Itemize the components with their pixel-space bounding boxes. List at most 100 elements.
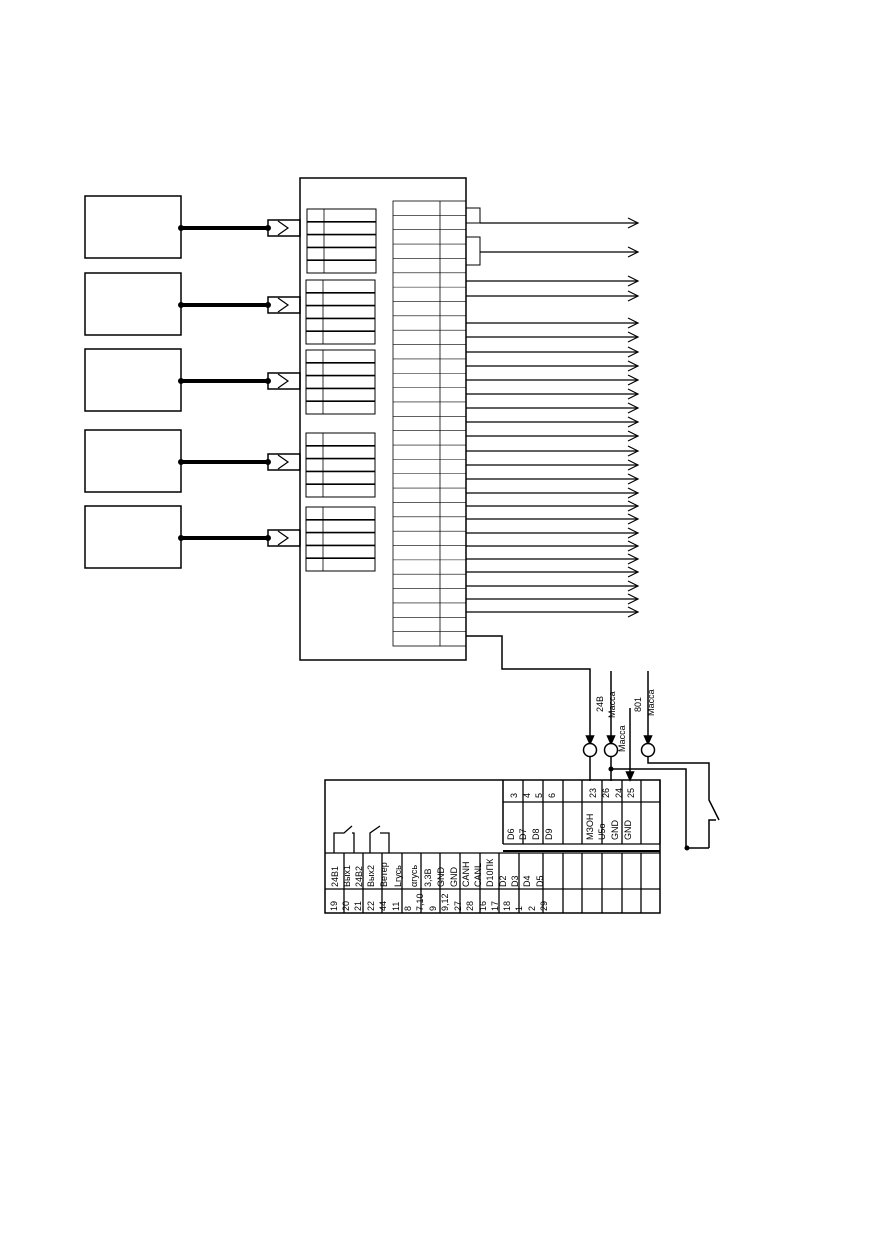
switch-symbol — [369, 825, 381, 853]
output-arrowhead — [627, 527, 640, 539]
pin-number: 3 — [509, 793, 519, 798]
feed-arrowhead — [585, 735, 595, 746]
pin-number: 8 — [403, 906, 413, 911]
pin-number: 28 — [465, 901, 475, 911]
pin-signal: Ветер — [379, 862, 389, 887]
pin-number: 9 — [428, 906, 438, 911]
jumper-bracket — [465, 207, 481, 224]
output-arrowhead — [627, 473, 640, 485]
plug-chevron — [277, 454, 290, 470]
output-arrowhead — [627, 540, 640, 552]
sensor-module-box — [84, 429, 182, 493]
pin-signal: Вых1 — [342, 865, 352, 887]
switch-symbol — [333, 825, 353, 853]
pin-block — [306, 208, 377, 274]
sensor-module-box — [84, 195, 182, 259]
power-label: Масса — [646, 689, 656, 716]
output-arrowhead — [627, 445, 640, 457]
pin-number: 5 — [534, 793, 544, 798]
pin-signal: МЗОН — [585, 814, 595, 840]
power-label: 801 — [633, 697, 643, 712]
output-arrowhead — [627, 275, 640, 287]
pin-number: 29 — [539, 901, 549, 911]
switch-symbol — [352, 832, 355, 853]
pin-number: 18 — [502, 901, 512, 911]
pin-signal: D5 — [535, 875, 545, 887]
feed-terminal-circle — [582, 742, 598, 758]
plug-chevron — [277, 297, 290, 313]
power-feeds — [582, 671, 720, 851]
pin-number: 17 — [490, 901, 500, 911]
pin-signal: D3 — [510, 875, 520, 887]
pin-signal: 24В2 — [354, 866, 364, 887]
pin-signal: GND — [436, 867, 446, 888]
output-arrowhead — [627, 606, 640, 618]
output-arrowhead — [627, 430, 640, 442]
pin-number: 20 — [341, 901, 351, 911]
output-arrowhead — [627, 566, 640, 578]
feed-arrowhead — [643, 735, 653, 746]
switch-contact — [708, 819, 716, 848]
pin-signal: D2 — [498, 875, 508, 887]
bottom-connector — [324, 779, 661, 914]
pin-number: 24 — [614, 788, 624, 798]
plug-connector — [267, 453, 301, 471]
controller-to-connector-wire — [466, 635, 591, 742]
pin-number: 1 — [514, 906, 524, 911]
output-arrowhead — [627, 513, 640, 525]
pin-number: 7,10 — [415, 893, 425, 911]
pin-signal: D10ПК — [485, 858, 495, 887]
feed-arrowhead — [606, 735, 616, 746]
pin-signal: D8 — [531, 828, 541, 840]
output-lines — [465, 207, 640, 618]
connector-pin-blocks — [305, 208, 377, 572]
wire-joint — [608, 766, 614, 772]
plug-chevron — [277, 530, 290, 546]
feed-terminal-circle — [640, 742, 656, 758]
output-arrowhead — [627, 459, 640, 471]
pin-number: 22 — [366, 901, 376, 911]
cable-joint — [178, 225, 184, 231]
pin-number: 21 — [353, 901, 363, 911]
cable-joint — [178, 302, 184, 308]
output-arrowhead — [627, 317, 640, 329]
pin-signal: D7 — [518, 828, 528, 840]
power-label: Масса — [617, 725, 627, 752]
pin-signal: CANL — [473, 863, 483, 887]
power-label: Масса — [607, 691, 617, 718]
feed-terminal-circle — [603, 742, 619, 758]
pin-signal: D9 — [544, 828, 554, 840]
pin-signal: GND — [610, 820, 620, 841]
pin-block — [305, 506, 376, 572]
pin-number: 25 — [626, 788, 636, 798]
pin-signal: Вых2 — [366, 865, 376, 887]
pin-number: 6 — [547, 793, 557, 798]
pin-signal: Lгусь — [393, 865, 403, 887]
plug-chevron — [277, 373, 290, 389]
cable-joint — [178, 459, 184, 465]
plug-connector — [267, 529, 301, 547]
pin-block — [305, 279, 376, 345]
ground-wire — [611, 768, 709, 849]
output-arrowhead — [627, 290, 640, 302]
pin-signal: U5o — [597, 823, 607, 840]
feed-arrowhead — [625, 771, 635, 782]
connector-frame — [324, 779, 661, 914]
output-arrowhead — [627, 416, 640, 428]
output-arrowhead — [627, 374, 640, 386]
pin-block — [305, 349, 376, 415]
power-label: 24В — [595, 696, 605, 712]
output-arrowhead — [627, 246, 640, 258]
pin-signal: αгусь — [409, 865, 419, 887]
sensor-module-box — [84, 348, 182, 412]
pin-signal: D6 — [506, 828, 516, 840]
cable-joint — [178, 378, 184, 384]
wire-joint — [684, 845, 690, 851]
terminal-strip-frame — [392, 200, 467, 647]
output-arrowhead — [627, 360, 640, 372]
jumper-bracket — [465, 236, 481, 266]
pin-number: 9,12 — [440, 893, 450, 911]
pin-signal: CANH — [461, 861, 471, 887]
